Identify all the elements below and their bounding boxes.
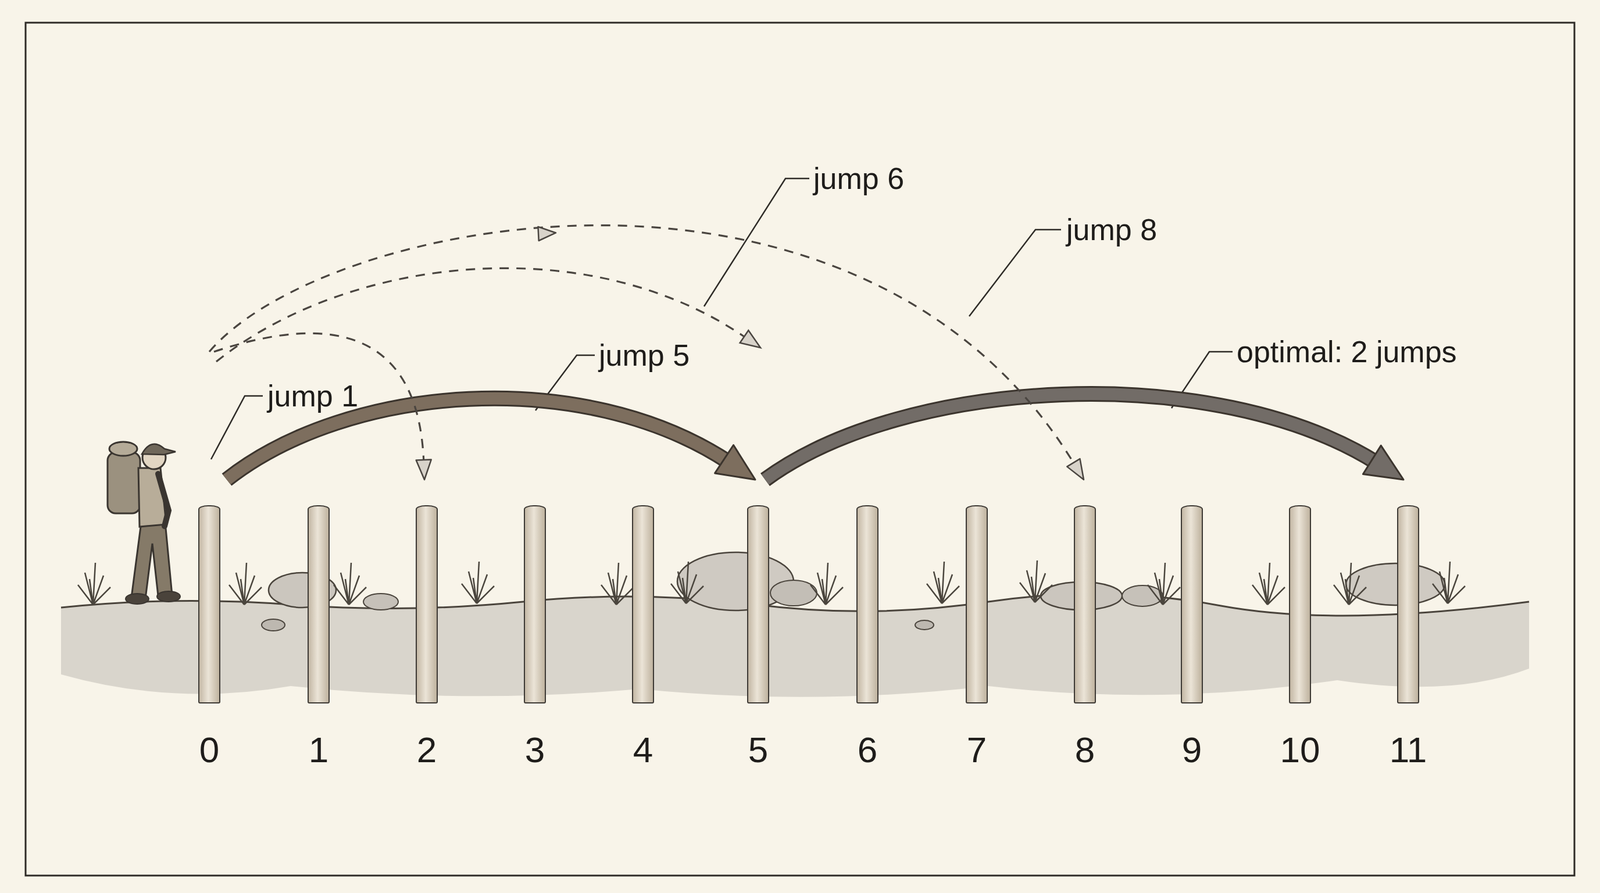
post-number: 0	[191, 731, 227, 769]
pebble	[261, 619, 285, 631]
post	[1073, 505, 1096, 704]
arrow-head	[1066, 458, 1084, 480]
jump-label: jump 5	[598, 338, 690, 373]
jump-label: jump 1	[267, 379, 359, 413]
hiker	[107, 441, 181, 605]
dashed-jump	[213, 333, 432, 480]
post	[1180, 505, 1203, 704]
rock	[770, 580, 817, 606]
grass	[333, 562, 367, 605]
post	[747, 505, 770, 704]
backpack	[107, 452, 141, 514]
boot	[125, 593, 149, 605]
post-node: 1	[286, 479, 351, 777]
post	[523, 505, 546, 704]
post-number: 4	[611, 731, 675, 769]
rock	[363, 593, 399, 610]
post-node: 8	[1052, 479, 1117, 777]
leader-line	[211, 395, 263, 460]
grass	[461, 561, 495, 604]
post-node: 5	[726, 479, 791, 777]
grass	[77, 562, 111, 605]
arrow-head	[416, 459, 432, 480]
post-node: 7	[944, 479, 1009, 777]
post-number: 6	[835, 731, 900, 769]
post-number: 7	[944, 731, 1009, 769]
post	[631, 505, 655, 704]
post	[1397, 505, 1420, 704]
jump-label: jump 8	[1066, 212, 1157, 247]
post-node: 11	[1376, 479, 1441, 777]
post-node: 0	[191, 351, 227, 777]
hiker-legs	[131, 522, 173, 599]
hiker-cap	[141, 444, 176, 455]
jump-label: optimal: 2 jumps	[1236, 334, 1457, 369]
post	[198, 505, 221, 704]
post-node: 4	[611, 479, 675, 777]
arrow-head	[715, 445, 756, 480]
grass	[926, 561, 960, 604]
post-number: 3	[502, 731, 567, 769]
grass	[1019, 560, 1053, 603]
dashed-line	[213, 333, 424, 463]
dashed-line	[209, 225, 1075, 466]
grass	[601, 562, 634, 605]
post-node: 3	[502, 479, 567, 777]
leader-line	[969, 229, 1062, 317]
post-number: 1	[286, 731, 351, 769]
arrow-head	[1362, 445, 1404, 480]
post	[965, 505, 988, 704]
arrow-outline	[765, 394, 1377, 480]
rock	[1345, 563, 1445, 606]
post-node: 9	[1159, 479, 1224, 777]
post-node: 6	[835, 479, 900, 777]
post-number: 9	[1159, 731, 1224, 769]
post-number: 2	[394, 731, 459, 769]
post	[307, 505, 330, 704]
post-number: 8	[1052, 731, 1117, 769]
pebble	[915, 620, 934, 630]
leader-line	[704, 178, 810, 307]
jump-label: jump 6	[813, 161, 905, 196]
grass	[1333, 562, 1367, 605]
grass	[229, 562, 262, 605]
post	[415, 505, 438, 704]
grass	[1252, 562, 1285, 605]
post	[856, 505, 879, 704]
grass	[670, 561, 704, 604]
leader-line	[1171, 351, 1233, 409]
leader-line	[535, 355, 595, 411]
dashed-jump	[209, 225, 1084, 480]
grass	[810, 562, 844, 605]
boot	[156, 591, 181, 602]
post-number: 10	[1268, 731, 1332, 769]
bedroll	[109, 441, 138, 456]
frame	[25, 22, 1575, 876]
post-number: 11	[1376, 731, 1441, 769]
arrow-head	[537, 226, 556, 241]
post	[1288, 505, 1312, 704]
grass	[1432, 561, 1466, 604]
jump-arrow	[765, 394, 1404, 480]
hiker-arm	[158, 473, 169, 527]
arrow-head	[740, 330, 761, 348]
post-node: 10	[1268, 479, 1332, 777]
post-node: 2	[394, 479, 459, 777]
grass	[1147, 562, 1181, 605]
post-number: 5	[726, 731, 791, 769]
arrow-shaft	[765, 394, 1377, 480]
